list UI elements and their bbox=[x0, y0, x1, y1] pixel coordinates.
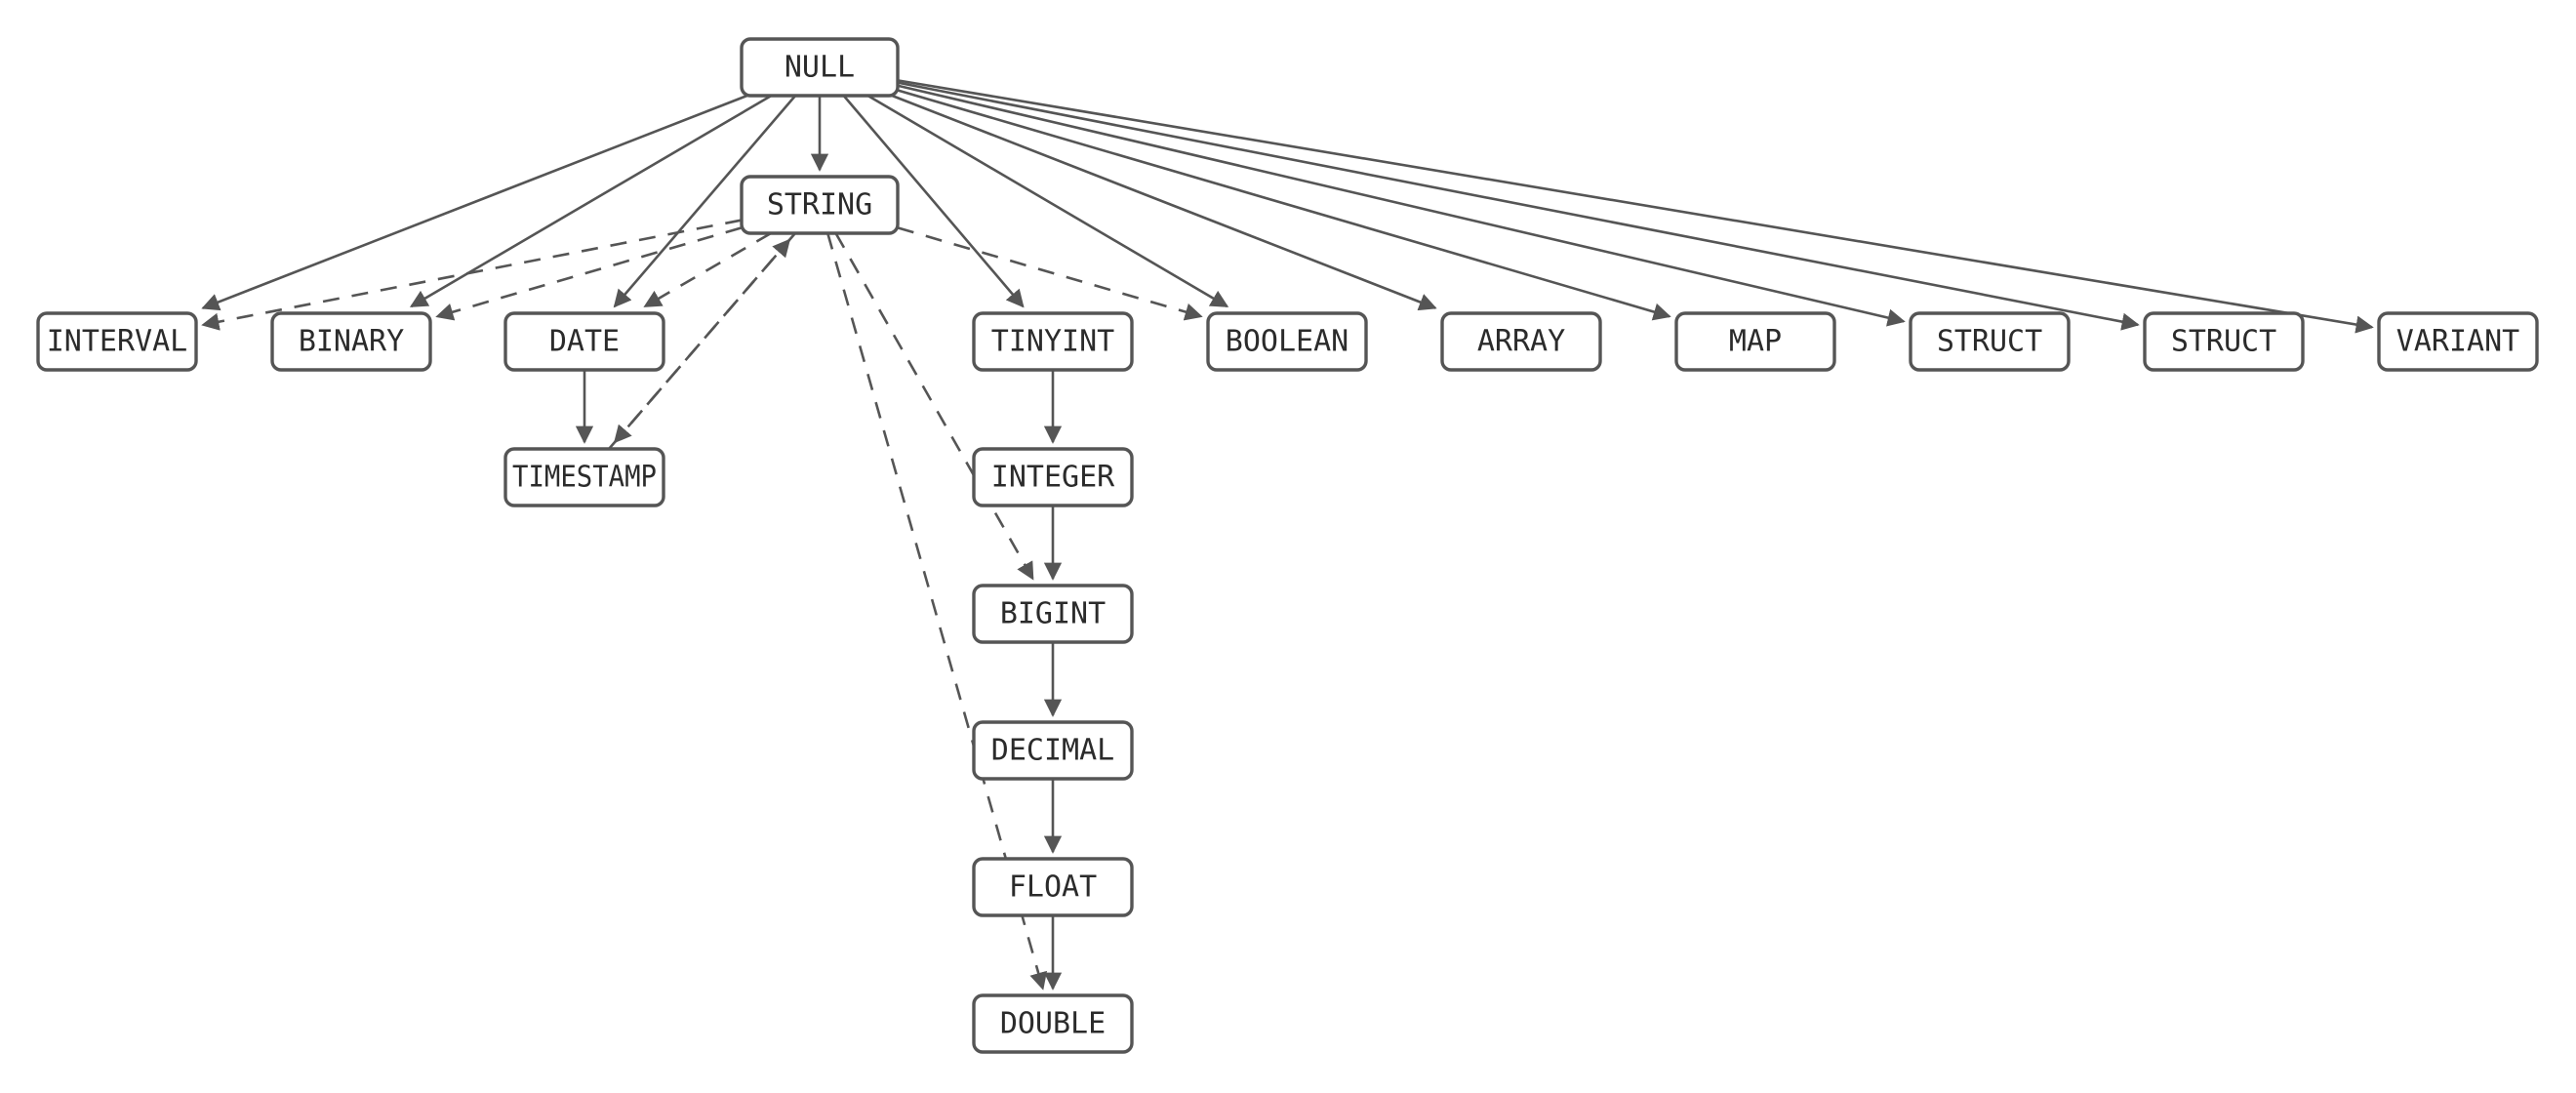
node-interval[interactable]: INTERVAL bbox=[36, 311, 198, 372]
node-label-boolean: BOOLEAN bbox=[1226, 325, 1348, 359]
node-bigint[interactable]: BIGINT bbox=[972, 584, 1134, 644]
node-timestamp[interactable]: TIMESTAMP bbox=[503, 447, 665, 507]
node-boolean[interactable]: BOOLEAN bbox=[1206, 311, 1368, 372]
edge-string-to-interval bbox=[201, 219, 743, 331]
node-box-boolean[interactable] bbox=[1206, 311, 1368, 372]
node-label-struct1: STRUCT bbox=[1937, 325, 2042, 359]
node-box-binary[interactable] bbox=[270, 311, 432, 372]
node-box-null[interactable] bbox=[740, 37, 900, 98]
node-label-integer: INTEGER bbox=[991, 461, 1115, 495]
node-box-date[interactable] bbox=[503, 311, 665, 372]
node-label-decimal: DECIMAL bbox=[991, 734, 1114, 768]
node-array[interactable]: ARRAY bbox=[1440, 311, 1602, 372]
node-label-binary: BINARY bbox=[299, 325, 404, 359]
node-label-array: ARRAY bbox=[1477, 325, 1565, 359]
node-label-null: NULL bbox=[785, 51, 855, 85]
edge-layer bbox=[201, 79, 2374, 991]
edge-null-to-variant bbox=[897, 79, 2374, 334]
node-variant[interactable]: VARIANT bbox=[2377, 311, 2539, 372]
node-box-float[interactable] bbox=[972, 857, 1134, 917]
edge-null-to-date bbox=[613, 95, 797, 308]
edge-string-to-binary bbox=[435, 226, 743, 321]
node-null[interactable]: NULL bbox=[740, 37, 900, 98]
node-box-string[interactable] bbox=[740, 175, 900, 235]
edge-string-to-date bbox=[643, 231, 772, 308]
node-binary[interactable]: BINARY bbox=[270, 311, 432, 372]
node-decimal[interactable]: DECIMAL bbox=[972, 720, 1134, 781]
node-label-double: DOUBLE bbox=[1000, 1007, 1106, 1041]
edge-null-to-struct1 bbox=[897, 84, 1906, 327]
node-map[interactable]: MAP bbox=[1674, 311, 1836, 372]
node-box-interval[interactable] bbox=[36, 311, 198, 372]
node-label-tinyint: TINYINT bbox=[991, 325, 1114, 359]
edge-string-to-boolean bbox=[897, 226, 1203, 321]
node-box-decimal[interactable] bbox=[972, 720, 1134, 781]
node-box-double[interactable] bbox=[972, 993, 1134, 1054]
node-box-integer[interactable] bbox=[972, 447, 1134, 507]
edge-string-to-bigint bbox=[834, 232, 1034, 581]
edge-null-to-binary bbox=[409, 94, 773, 308]
node-string[interactable]: STRING bbox=[740, 175, 900, 235]
edge-null-to-tinyint bbox=[842, 95, 1025, 308]
node-struct1[interactable]: STRUCT bbox=[1909, 311, 2071, 372]
node-integer[interactable]: INTEGER bbox=[972, 447, 1134, 507]
edge-null-to-struct2 bbox=[897, 81, 2140, 331]
node-label-string: STRING bbox=[767, 188, 872, 223]
node-box-timestamp[interactable] bbox=[503, 447, 665, 507]
node-label-bigint: BIGINT bbox=[1000, 597, 1106, 631]
node-struct2[interactable]: STRUCT bbox=[2143, 311, 2305, 372]
node-label-interval: INTERVAL bbox=[47, 325, 188, 359]
node-float[interactable]: FLOAT bbox=[972, 857, 1134, 917]
node-layer: NULL STRING INTERVAL BINARY DATE TINYINT BOOLE… bbox=[36, 37, 2539, 1054]
node-box-bigint[interactable] bbox=[972, 584, 1134, 644]
node-label-struct2: STRUCT bbox=[2171, 325, 2276, 359]
edge-null-to-array bbox=[891, 94, 1437, 311]
edge-null-to-boolean bbox=[866, 94, 1229, 308]
node-box-struct2[interactable] bbox=[2143, 311, 2305, 372]
node-box-struct1[interactable] bbox=[1909, 311, 2071, 372]
edge-null-to-map bbox=[897, 89, 1671, 321]
node-box-tinyint[interactable] bbox=[972, 311, 1134, 372]
node-tinyint[interactable]: TINYINT bbox=[972, 311, 1134, 372]
node-label-date: DATE bbox=[549, 325, 620, 359]
node-double[interactable]: DOUBLE bbox=[972, 993, 1134, 1054]
node-box-map[interactable] bbox=[1674, 311, 1836, 372]
node-label-float: FLOAT bbox=[1009, 870, 1097, 905]
node-box-array[interactable] bbox=[1440, 311, 1602, 372]
node-label-variant: VARIANT bbox=[2396, 325, 2519, 359]
node-label-timestamp: TIMESTAMP bbox=[512, 461, 657, 495]
node-box-variant[interactable] bbox=[2377, 311, 2539, 372]
node-date[interactable]: DATE bbox=[503, 311, 665, 372]
node-label-map: MAP bbox=[1729, 325, 1782, 359]
edge-null-to-interval bbox=[201, 94, 748, 311]
